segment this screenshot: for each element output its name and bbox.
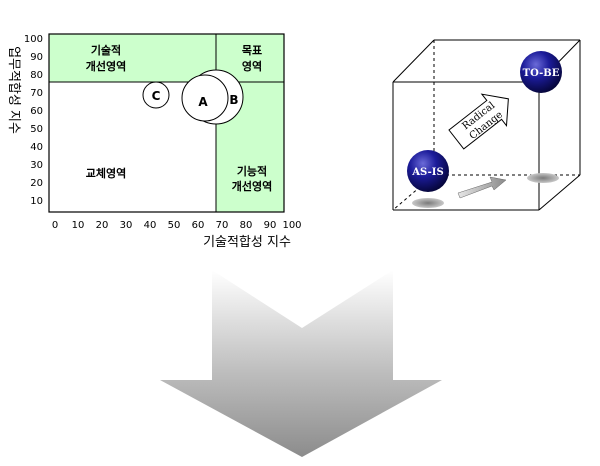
x-tick: 60 (192, 220, 205, 231)
tech-improve-zone (48, 33, 217, 83)
fit-matrix: 업무적합성 지수 기술적 개선영역 목표 영역 교체영역 기능적 개선영역 C … (6, 33, 302, 250)
x-tick: 10 (72, 220, 85, 231)
tech-improve-label-2: 개선영역 (86, 59, 126, 73)
y-tick: 20 (30, 178, 43, 189)
target-label-1: 목표 (242, 44, 262, 57)
y-tick: 10 (30, 196, 43, 207)
to-be-shadow (527, 173, 559, 183)
y-axis-title: 업무적합성 지수 (6, 46, 21, 134)
y-tick: 60 (30, 106, 43, 117)
bubble-a (181, 74, 229, 122)
radical-change-arrow: Radical Change (448, 93, 509, 150)
bubble-a-label: A (198, 95, 208, 109)
x-tick: 80 (240, 220, 253, 231)
y-tick: 80 (30, 70, 43, 81)
to-be-label: TO-BE (523, 68, 560, 79)
matrix-frame (48, 33, 285, 213)
x-tick: 0 (52, 220, 58, 231)
y-tick: 100 (24, 34, 43, 45)
x-tick-labels: 0 10 20 30 40 50 60 70 80 90 100 (52, 220, 302, 231)
x-tick: 70 (216, 220, 229, 231)
y-tick: 70 (30, 88, 43, 99)
y-tick: 90 (30, 52, 43, 63)
as-is-sphere (407, 150, 449, 192)
bubble-c-label: C (152, 89, 161, 103)
cube-edge (538, 174, 581, 211)
as-is-shadow (412, 198, 444, 208)
down-arrow-notch (212, 262, 393, 328)
x-tick: 100 (282, 220, 301, 231)
x-tick: 50 (168, 220, 181, 231)
as-is-label: AS-IS (411, 167, 443, 178)
transformation-cube: Radical Change AS-IS TO-BE (392, 39, 581, 211)
x-axis-title: 기술적합성 지수 (203, 235, 291, 250)
to-be-sphere (520, 51, 562, 93)
x-tick: 30 (120, 220, 133, 231)
x-tick: 40 (144, 220, 157, 231)
cube-edge (392, 39, 435, 83)
func-improve-label-1: 기능적 (237, 164, 267, 178)
target-label-2: 영역 (242, 59, 262, 73)
floor-arrow (457, 176, 507, 199)
down-arrow (160, 270, 442, 457)
y-tick: 40 (30, 142, 43, 153)
y-tick: 50 (30, 124, 43, 135)
func-improve-label-2: 개선영역 (232, 179, 272, 193)
tech-improve-label-1: 기술적 (91, 43, 121, 57)
y-tick: 30 (30, 160, 43, 171)
x-tick: 90 (264, 220, 277, 231)
x-tick: 20 (96, 220, 109, 231)
bubble-c (142, 81, 170, 109)
replace-label: 교체영역 (86, 166, 126, 180)
bubble-b-label: B (229, 93, 238, 107)
y-tick-labels: 10 20 30 40 50 60 70 80 90 100 (24, 34, 43, 207)
